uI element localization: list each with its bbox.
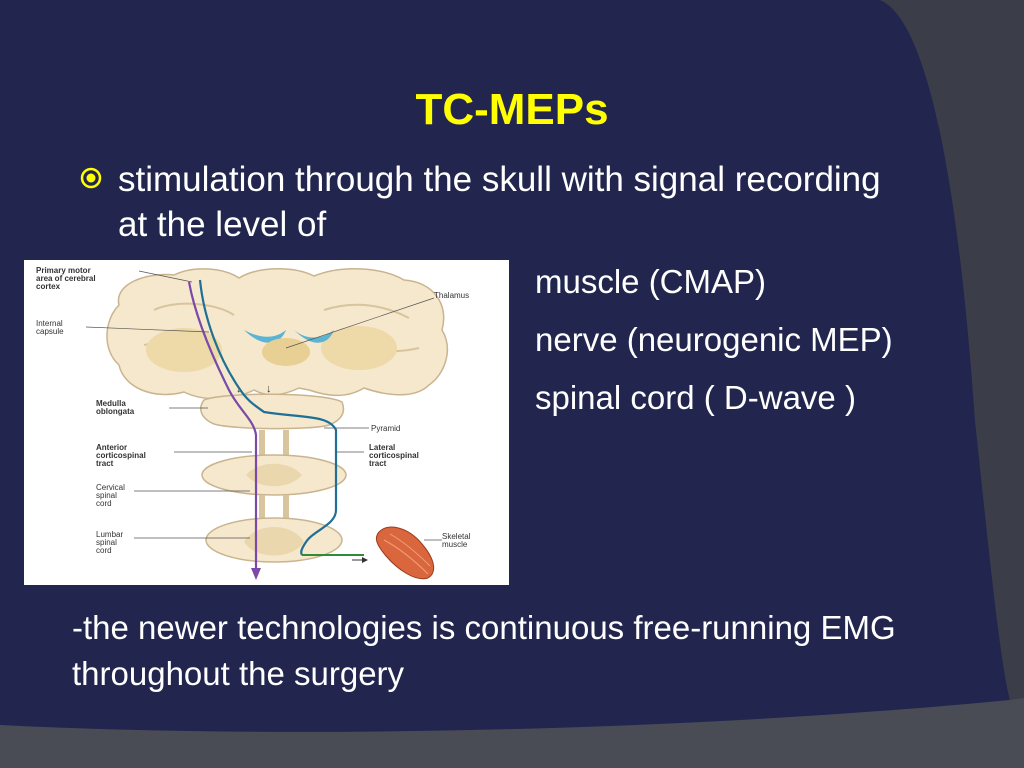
anterior-tract-line [187,281,258,570]
muscle-fibers [383,533,431,575]
label-lateral-1: Lateral [369,443,395,452]
cervical-gray-matter [246,463,302,487]
label-cervical-2: spinal [96,491,117,500]
basal-ganglia-left [146,328,222,372]
lumbar-gray-matter [244,527,304,556]
label-internal-capsule-2: capsule [36,327,64,336]
background-edge-band [820,0,1024,700]
label-skeletal-1: Skeletal [442,532,471,541]
corticospinal-diagram-svg: ↓ ↓ [36,266,471,580]
anterior-tract-arrowhead [251,568,261,580]
label-medulla-2: oblongata [96,407,135,416]
label-primary-motor-2: area of cerebral [36,274,96,283]
label-anterior-2: corticospinal [96,451,146,460]
level-muscle: muscle (CMAP) [535,263,767,300]
ventricle-right [294,330,334,343]
label-lumbar-3: cord [96,546,112,555]
label-internal-capsule-1: Internal [36,319,63,328]
label-lumbar-1: Lumbar [96,530,123,539]
corticospinal-diagram: ↓ ↓ [24,260,509,585]
label-primary-motor-3: cortex [36,282,61,291]
cord-connector [259,495,289,520]
label-skeletal-2: muscle [442,540,468,549]
nerve-arrowhead [362,557,368,563]
label-pyramid: Pyramid [371,424,400,433]
label-primary-motor-1: Primary motor [36,266,91,275]
bullet-text: stimulation through the skull with signa… [118,160,881,244]
level-nerve: nerve (neurogenic MEP) [535,321,893,358]
basal-ganglia-right [321,326,397,370]
medulla-section [200,393,345,430]
level-spinal-cord: spinal cord ( D-wave ) [535,379,856,416]
lateral-tract-line [198,279,338,556]
label-lumbar-2: spinal [96,538,117,547]
slide-title: TC-MEPs [415,85,609,134]
target-bullet-icon [80,167,102,189]
label-pointer-lines [85,270,442,541]
label-lateral-3: tract [369,459,387,468]
label-lateral-2: corticospinal [369,451,419,460]
label-anterior-3: tract [96,459,114,468]
label-anterior-1: Anterior [96,443,127,452]
down-arrow-right: ↓ [266,383,272,395]
brain-section [106,268,449,400]
thalamus-region [262,338,310,366]
label-cervical-3: cord [96,499,112,508]
footer-text: -the newer technologies is continuous fr… [72,609,896,692]
label-thalamus: Thalamus [434,291,469,300]
label-medulla-1: Medulla [96,399,126,408]
label-cervical-1: Cervical [96,483,125,492]
